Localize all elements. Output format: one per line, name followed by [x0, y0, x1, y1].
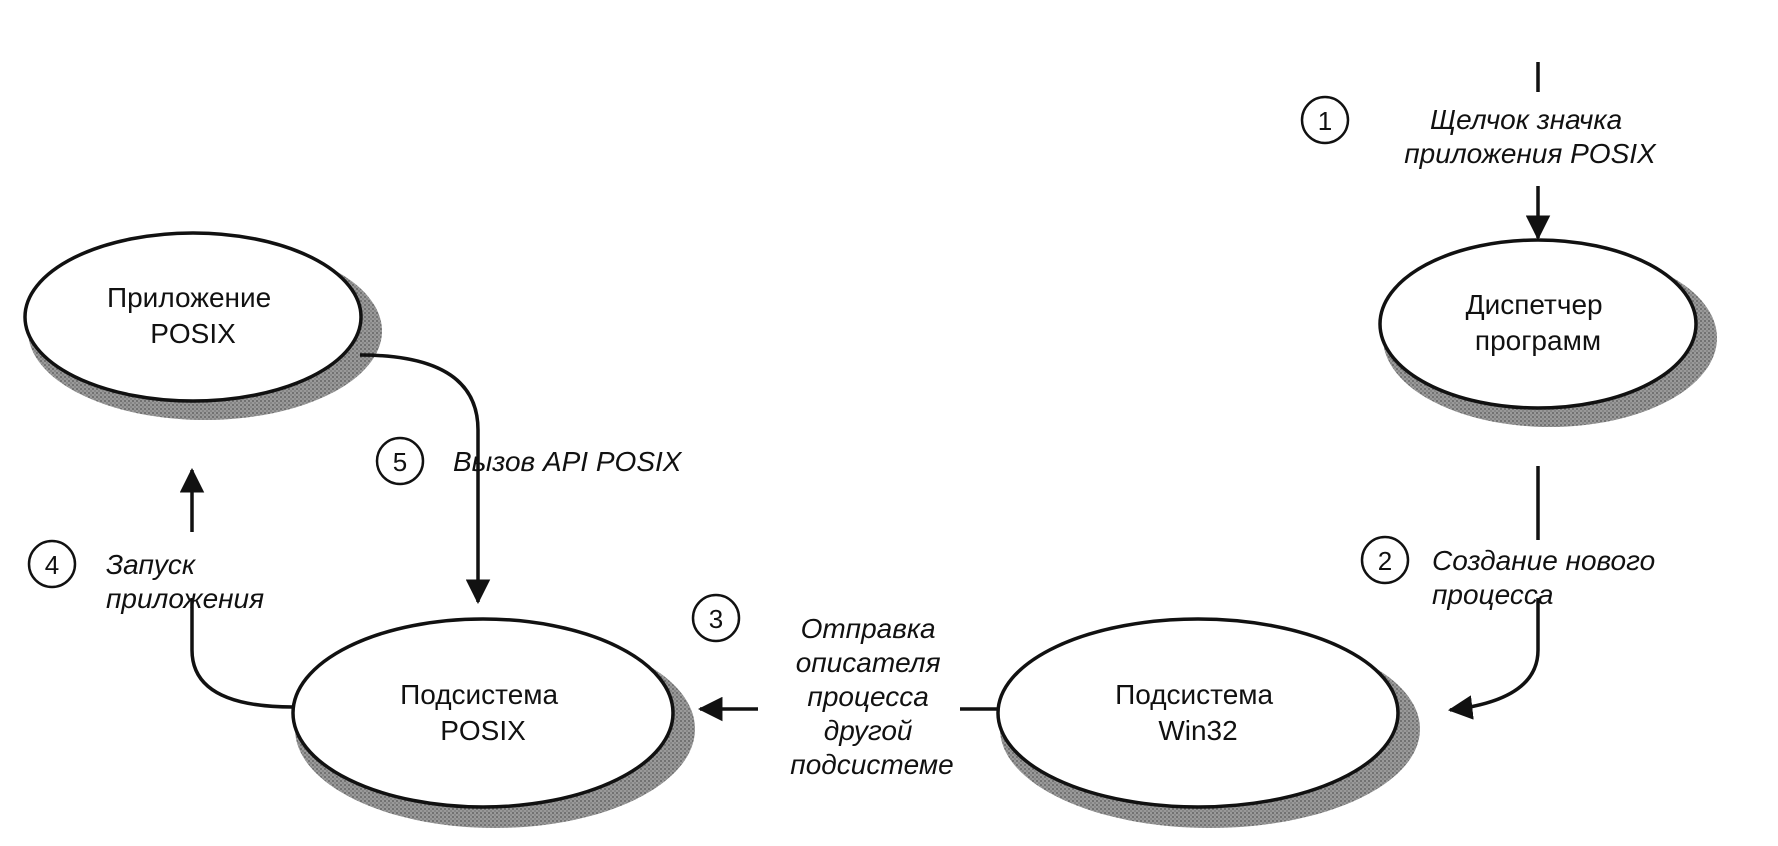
node-label: Подсистема Win32 [1115, 679, 1281, 746]
step-3-label: 3 Отправка описателя процесса другой под… [691, 593, 954, 780]
edge-step-5-arrow [359, 353, 491, 605]
node-win32-subsystem: Подсистема Win32 [996, 617, 1420, 828]
step-number: 4 [45, 550, 59, 580]
step-2-label: 2 Создание нового процесса [1360, 535, 1663, 610]
step-number: 5 [393, 447, 407, 477]
node-label: Приложение POSIX [107, 282, 279, 349]
step-description: Вызов API POSIX [453, 446, 683, 477]
node-label: Диспетчер программ [1466, 289, 1611, 356]
node-ellipse [1378, 238, 1698, 410]
node-posix-subsystem: Подсистема POSIX [291, 617, 695, 828]
step-number-badge [691, 593, 741, 643]
step-number: 1 [1318, 106, 1332, 136]
edge-step-2-arrow [1450, 466, 1540, 710]
step-4-label: 4 Запуск приложения [27, 539, 264, 614]
step-number-badge [1300, 95, 1350, 145]
step-number: 2 [1378, 546, 1392, 576]
step-1-label: 1 Щелчок значка приложения POSIX [1300, 95, 1657, 169]
step-description: Создание нового процесса [1432, 545, 1663, 610]
node-ellipse [23, 231, 363, 403]
step-description: Отправка описателя процесса другой подси… [790, 613, 953, 780]
step-description: Запуск приложения [106, 549, 264, 614]
node-label: Подсистема POSIX [400, 679, 566, 746]
step-5-label: 5 Вызов API POSIX [375, 436, 683, 486]
step-number-badge [27, 539, 77, 589]
node-ellipse [996, 617, 1400, 809]
step-number-badge [1360, 535, 1410, 585]
step-number-badge [375, 436, 425, 486]
edge-step-4-arrow [192, 470, 294, 709]
node-ellipse [291, 617, 675, 809]
node-posix-application: Приложение POSIX [23, 231, 382, 420]
step-description: Щелчок значка приложения POSIX [1404, 104, 1657, 169]
node-program-manager: Диспетчер программ [1378, 238, 1717, 427]
step-number: 3 [709, 604, 723, 634]
